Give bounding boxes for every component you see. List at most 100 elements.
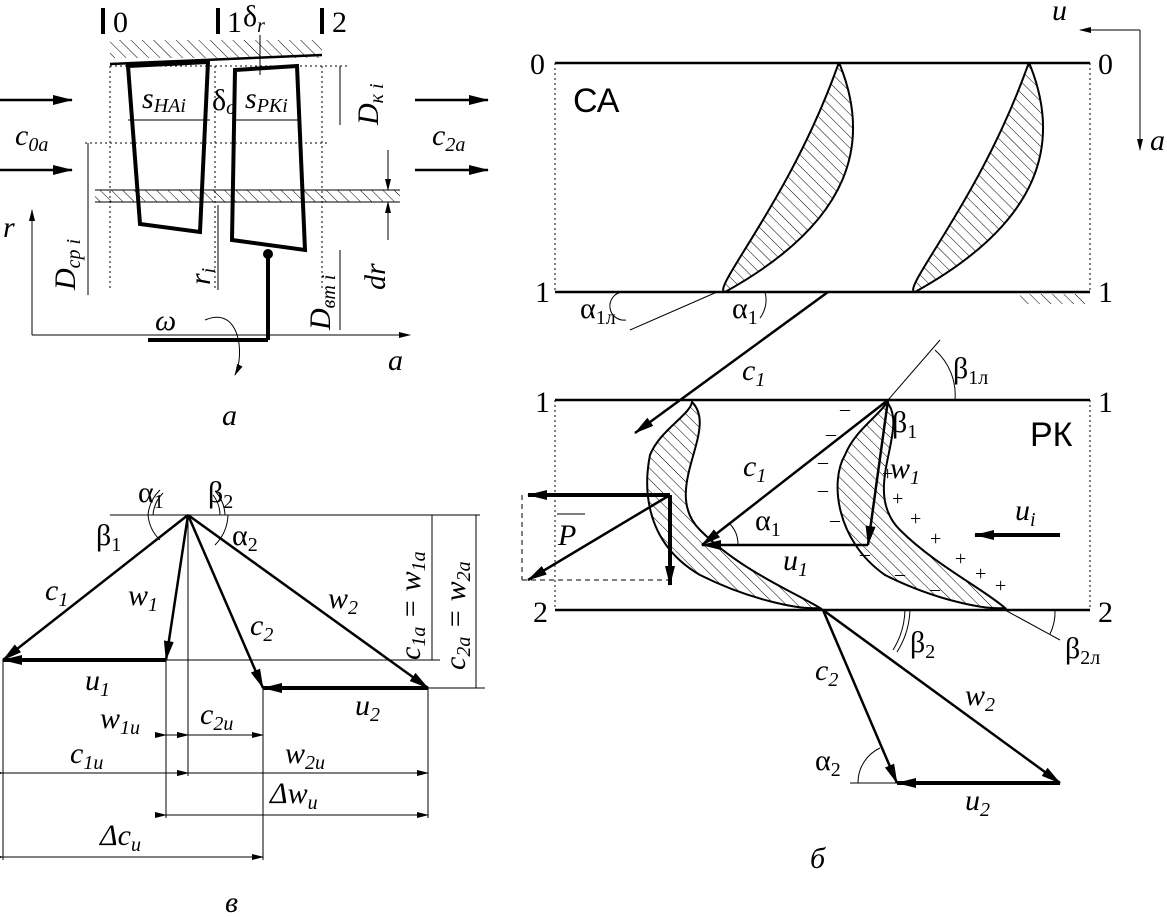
row-0-right-label: 0 [1098,48,1113,81]
suction-mark: – [817,479,829,501]
a-direction-label: a [1150,124,1165,157]
station-2-label: 2 [332,6,347,39]
c2-outlet-arrow [821,609,899,784]
panel-b-caption: б [810,842,826,875]
p-label: P [557,519,576,552]
c1u-label: c1u [70,737,103,774]
rk-blade-1 [646,399,824,610]
a-axis-label: a [388,344,403,377]
alpha1-inlet-arc [729,523,739,546]
c1-inlet-arrow [701,399,889,546]
row-1-left-label: 1 [535,276,550,309]
p-resultant [527,493,671,582]
delta-r-label: δr [243,0,265,37]
u1-label: u1 [85,664,110,701]
c1-outlet-arrow [634,290,829,435]
dk-label: Dк i [352,83,388,126]
dwu-label: Δwu [269,777,318,814]
row-1b-right-label: 1 [1098,386,1113,419]
suction-mark: – [929,578,941,600]
panel-a-meridional-section: 0 1 2 δr sНАi δо sРКi [0,0,489,432]
panel-c-caption: в [225,886,238,917]
w2u-label: w2u [285,737,325,774]
beta1l-label: β1л [953,352,988,389]
u2-outlet-label: u2 [965,784,990,821]
beta1l-arc [934,349,956,401]
station-0-label: 0 [113,6,128,39]
pressure-mark: + [995,575,1006,597]
row-1b-left-label: 1 [535,386,550,419]
r-axis-label: r [3,211,15,244]
panel-c-velocity-triangles: α1 β2 β1 α2 c1 w1 c2 w2 u1 u2 c1a = w1a … [0,476,485,917]
s-na-label: sНАi [142,82,186,117]
beta1l-direction [887,339,941,401]
alpha1-label: α1 [138,476,164,513]
suction-mark: – [817,451,829,473]
ri-label: ri [184,268,220,285]
pressure-marks: + [882,463,893,485]
alpha1l-label: α1л [580,292,616,329]
delta-o-label: δо [212,84,236,119]
c1-outlet-label: c1 [742,354,765,391]
casing-line [109,53,323,66]
dcp-label: Dср i [49,239,85,291]
w1-inlet-label: w1 [890,452,920,489]
beta1-label: β1 [892,406,917,443]
dvt-label: Dвт i [304,275,340,331]
w1-vector [163,514,190,661]
beta2-label: β2 [208,476,233,513]
beta2l-direction [1004,609,1061,641]
c2-label: c2 [250,609,273,646]
panel-b-blade-cascades: u a 0 0 1 1 СА α1л α1 c1 1 1 2 2 РК [521,0,1165,875]
alpha2-label: α2 [232,519,258,556]
alpha2-arc [857,747,881,784]
u2-label: u2 [355,689,380,726]
suction-mark: – [829,509,841,531]
sa-blade-1 [722,64,855,294]
alpha1-label: α1 [732,292,758,329]
alpha2-arc [214,514,229,546]
row-2-right-label: 2 [1098,596,1113,629]
c2u-label: c2u [200,698,233,735]
alpha1l-blade-direction [629,291,718,331]
alpha1-arc-inner [152,492,164,516]
rotor-hub-dot [263,249,273,259]
pressure-mark: + [930,528,941,550]
row-1-right-label: 1 [1098,276,1113,309]
pressure-mark: + [955,548,966,570]
sa-label: СА [573,82,620,120]
c1a-eq-label: c1a = w1a [394,551,430,660]
pressure-mark: + [892,488,903,510]
c2-vector [186,514,265,689]
sa-wall-hatch [1020,294,1085,304]
beta1-label: β1 [96,519,121,556]
sa-blade-2 [912,64,1045,294]
pressure-mark: + [910,508,921,530]
suction-mark: – [894,563,906,585]
beta2l-arc [1049,609,1056,635]
c2a-eq-label: c2a = w2a [439,561,475,670]
alpha1-arc [759,291,767,319]
suction-mark: – [825,423,837,445]
c2a-label: c2a [432,119,465,156]
s-rk-label: sРКi [245,82,288,117]
rotation-arrow [204,316,243,376]
c0a-label: c0a [15,119,48,156]
c1-label: c1 [45,574,68,611]
station-1-label: 1 [227,6,242,39]
w2-label: w2 [328,582,358,619]
beta2l-label: β2л [1065,632,1100,669]
rk-label: РК [1030,416,1073,454]
nozzle-blade-section [125,59,211,235]
u-direction-label: u [1052,0,1067,27]
omega-label: ω [155,304,176,337]
w1-inlet-arrow [865,399,890,546]
c1-inlet-label: c1 [743,450,766,487]
alpha1l-arc [609,291,627,321]
w2-outlet-label: w2 [965,679,995,716]
c1-vector [2,514,189,661]
u1-inlet-label: u1 [783,544,808,581]
hub-hatch [95,190,400,202]
suction-mark: – [859,543,871,565]
